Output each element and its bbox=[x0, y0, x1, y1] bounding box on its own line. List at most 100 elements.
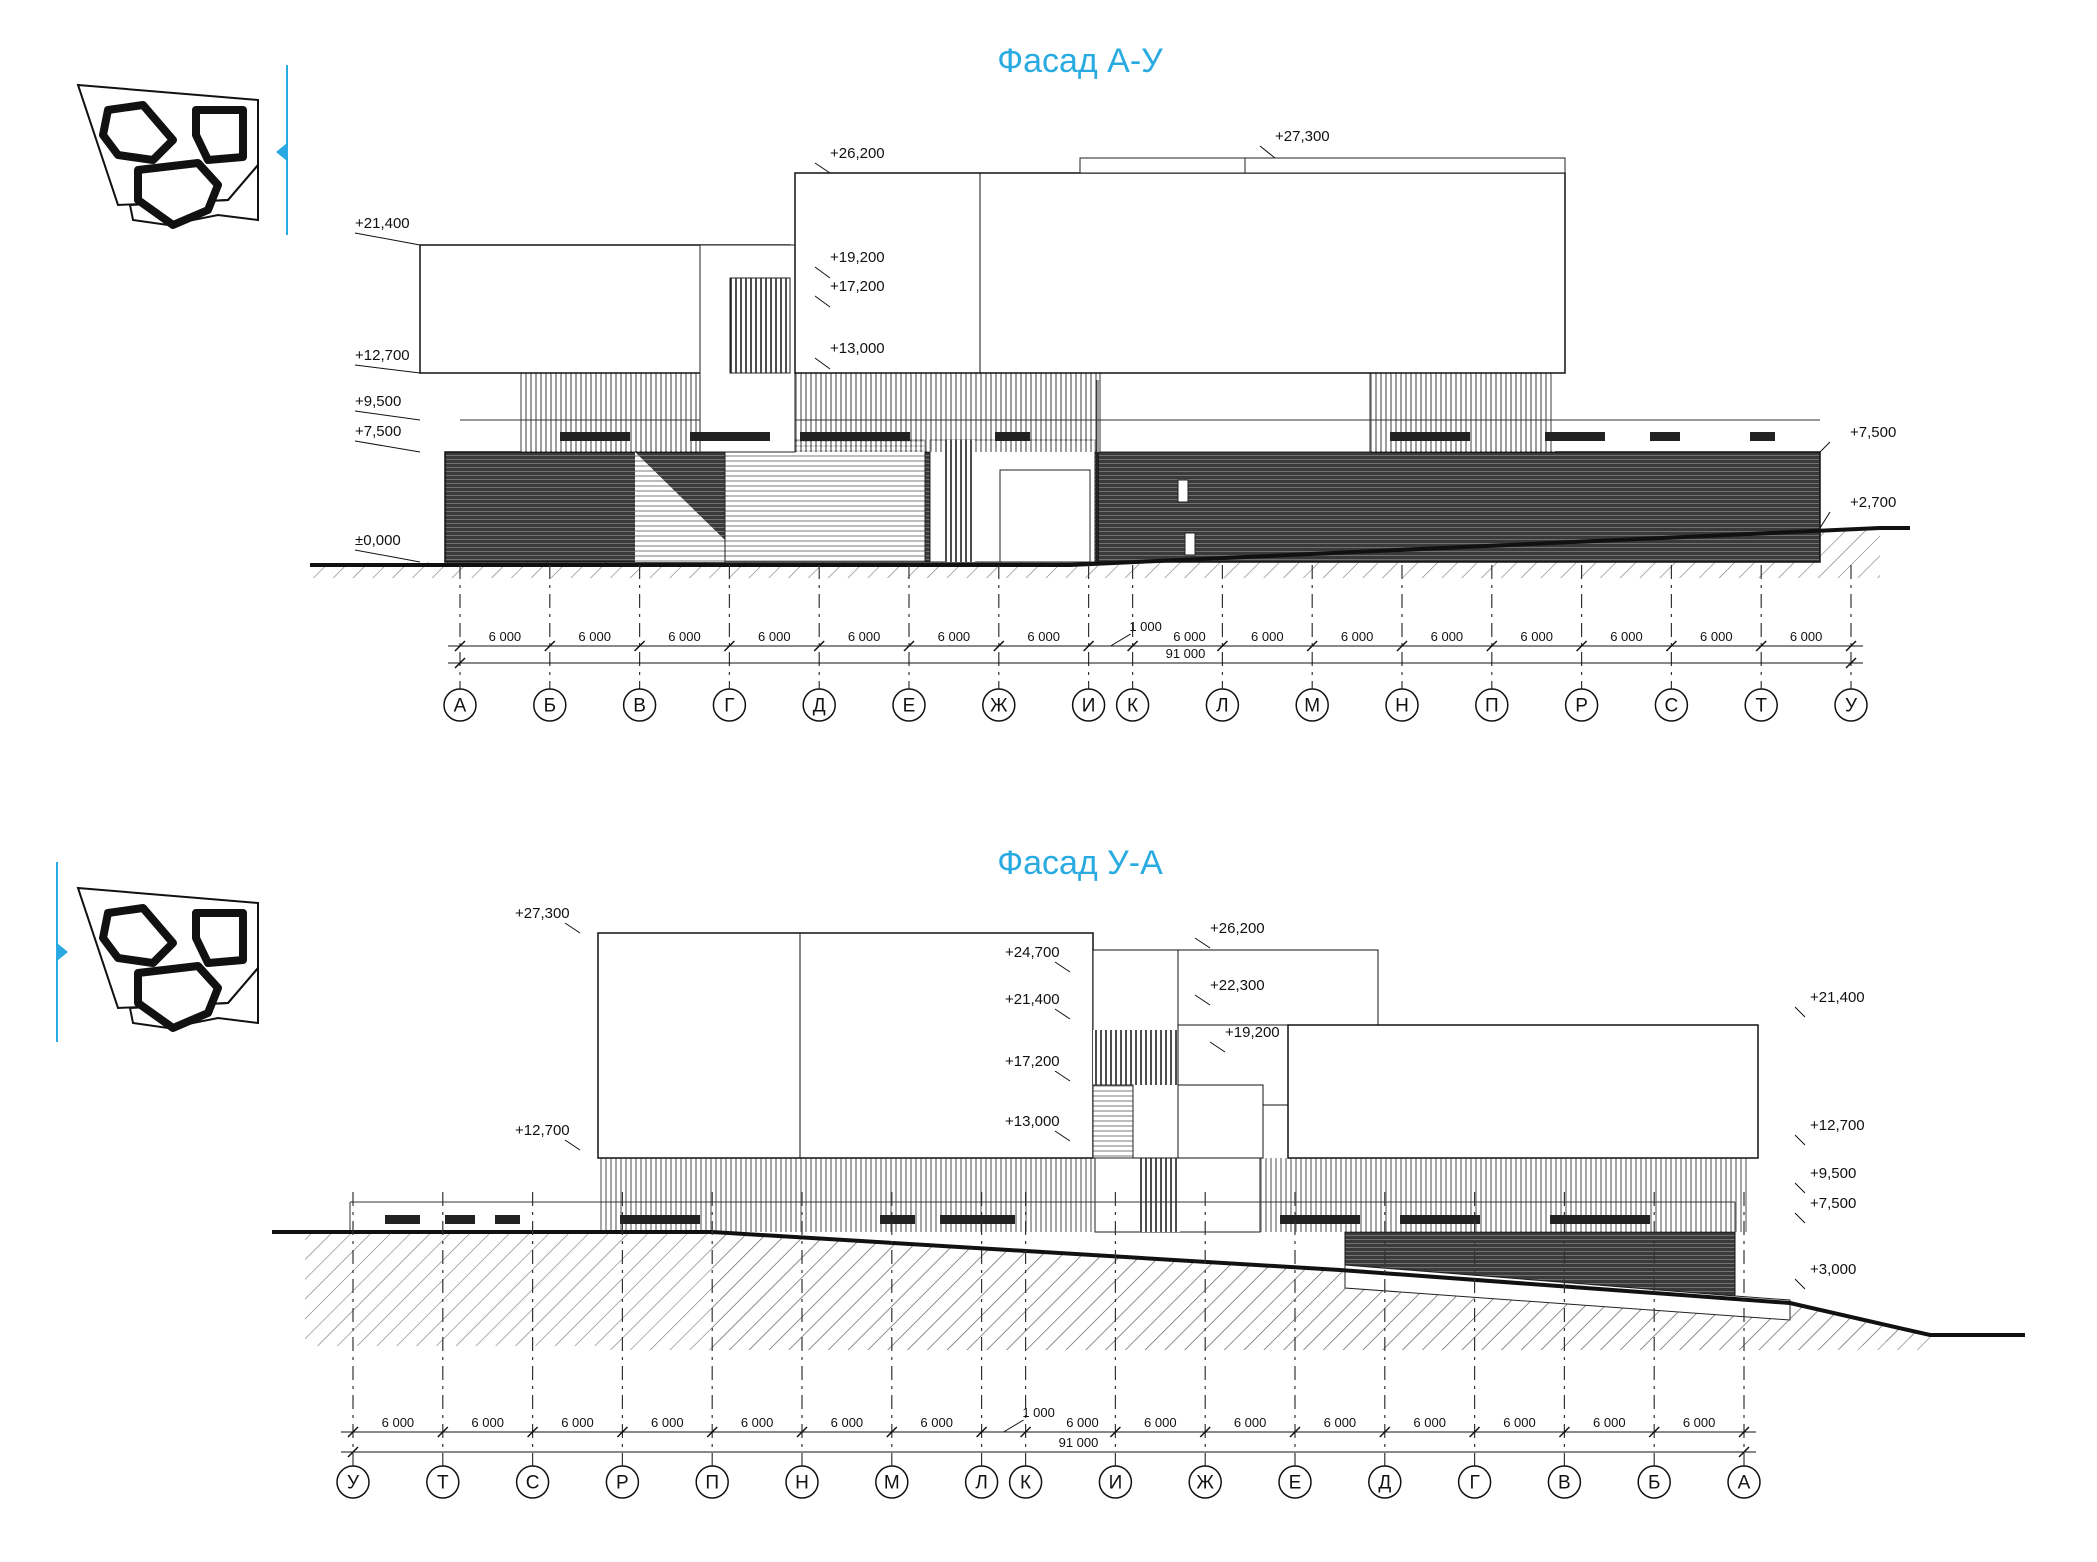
axis-bubble: П bbox=[1475, 688, 1509, 722]
level-mark: +19,200 bbox=[1225, 1024, 1280, 1041]
axis-bubble: П bbox=[695, 1465, 729, 1499]
axis-bubble-circle bbox=[1727, 1465, 1761, 1499]
axis-bubble-circle bbox=[1547, 1465, 1582, 1499]
dimension-tick bbox=[1576, 640, 1588, 652]
bay-dimension: 6 000 bbox=[1700, 629, 1733, 644]
axis-bubble-circle bbox=[875, 1465, 909, 1499]
facade-title: Фасад У-А bbox=[997, 844, 1163, 882]
axis-label: Д bbox=[1378, 1473, 1391, 1494]
bay-dimension: 6 000 bbox=[1413, 1415, 1446, 1430]
dimension-tick bbox=[1083, 640, 1095, 652]
facade-u-a: Фасад У-А bbox=[272, 844, 2025, 1499]
level-mark: +9,500 bbox=[1810, 1165, 1856, 1182]
dimension-tick bbox=[976, 1426, 988, 1438]
axis-bubble: Д bbox=[802, 688, 836, 722]
axis-bubble-circle bbox=[605, 1465, 640, 1499]
axis-bubble: Л bbox=[964, 1465, 999, 1499]
axis-bubble-circle bbox=[1205, 688, 1240, 722]
axis-bubble: Б bbox=[533, 688, 567, 722]
bay-dimension: 6 000 bbox=[1144, 1415, 1177, 1430]
level-mark: +26,200 bbox=[830, 145, 885, 162]
dimension-tick bbox=[1306, 640, 1318, 652]
bay-dimension: 6 000 bbox=[758, 629, 791, 644]
axis-label: С bbox=[526, 1473, 540, 1494]
axis-bubble-circle bbox=[1115, 688, 1150, 722]
axis-bubble-circle bbox=[964, 1465, 999, 1499]
level-mark: ±0,000 bbox=[355, 532, 401, 549]
axis-bubble: Н bbox=[785, 1465, 819, 1499]
axis-bubble: А bbox=[1727, 1465, 1761, 1499]
axis-label: Ж bbox=[1196, 1473, 1214, 1494]
axis-label: И bbox=[1109, 1473, 1123, 1494]
axis-bubble: В bbox=[622, 688, 657, 722]
dimension-tick bbox=[1127, 640, 1139, 652]
dimension-tick bbox=[886, 1426, 898, 1438]
dimension-tick bbox=[1558, 1426, 1570, 1438]
bay-dimension: 6 000 bbox=[938, 629, 971, 644]
bay-dimension: 6 000 bbox=[382, 1415, 415, 1430]
bay-dimension: 6 000 bbox=[1431, 629, 1464, 644]
bay-dimension: 6 000 bbox=[471, 1415, 504, 1430]
dimension-tick bbox=[1216, 640, 1228, 652]
axis-bubble: У bbox=[336, 1465, 370, 1499]
axis-bubble: К bbox=[1115, 688, 1150, 722]
bay-dimension: 6 000 bbox=[1027, 629, 1060, 644]
axis-label: Т bbox=[1755, 696, 1767, 717]
axis-bubble: Ж bbox=[982, 688, 1016, 722]
dimension-tick bbox=[1109, 1426, 1121, 1438]
level-mark: +27,300 bbox=[515, 905, 570, 922]
level-mark: +21,400 bbox=[1005, 991, 1060, 1008]
axis-label: К bbox=[1020, 1473, 1031, 1494]
dimension-tick bbox=[616, 1426, 628, 1438]
level-mark: +21,400 bbox=[1810, 989, 1865, 1006]
facade-a-u: Фасад А-У bbox=[310, 42, 1910, 722]
level-mark: +12,700 bbox=[515, 1122, 570, 1139]
axis-bubble-circle bbox=[1368, 1465, 1402, 1499]
axis-bubble: Т bbox=[1744, 688, 1778, 722]
key-plan-top bbox=[76, 65, 288, 235]
axis-label: С bbox=[1665, 696, 1679, 717]
dimension-tick bbox=[1396, 640, 1408, 652]
bay-dimension: 6 000 bbox=[578, 629, 611, 644]
axis-bubble-circle bbox=[533, 688, 567, 722]
axis-label: К bbox=[1127, 696, 1138, 717]
key-plan-bottom bbox=[56, 862, 259, 1042]
axis-bubble-circle bbox=[1008, 1465, 1043, 1499]
axis-label: Д bbox=[813, 696, 826, 717]
axis-bubble: М bbox=[875, 1465, 909, 1499]
dimension-tick bbox=[1665, 640, 1677, 652]
axis-label: У bbox=[347, 1473, 360, 1494]
bay-dimension: 6 000 bbox=[848, 629, 881, 644]
axis-bubble-circle bbox=[1098, 1465, 1133, 1499]
axis-label: М bbox=[884, 1473, 900, 1494]
level-marks: +27,300 +12,700 +24,700 +21,400 +17,200 … bbox=[515, 905, 1865, 1290]
axis-label: Г bbox=[1469, 1473, 1479, 1494]
axis-bubble-circle bbox=[712, 688, 747, 722]
dimension-tick bbox=[1755, 640, 1767, 652]
bay-dimension: 6 000 bbox=[1173, 629, 1206, 644]
gap-leader bbox=[1003, 1419, 1024, 1433]
axis-label: П bbox=[1485, 696, 1499, 717]
axis-bubble: Б bbox=[1637, 1465, 1671, 1499]
axis-bubble: Р bbox=[605, 1465, 640, 1499]
axis-bubble: У bbox=[1834, 688, 1868, 722]
axis-bubble: Г bbox=[1457, 1465, 1492, 1499]
dimension-tick bbox=[1289, 1426, 1301, 1438]
dimension-tick bbox=[903, 640, 915, 652]
axis-label: А bbox=[1738, 1473, 1751, 1494]
dimension-tick bbox=[723, 640, 735, 652]
axis-bubble-circle bbox=[426, 1465, 460, 1499]
level-mark: +7,500 bbox=[355, 423, 401, 440]
level-mark: +26,200 bbox=[1210, 920, 1265, 937]
axis-bubble: С bbox=[1654, 688, 1689, 722]
axis-bubble-circle bbox=[1457, 1465, 1492, 1499]
dimension-tick bbox=[1379, 1426, 1391, 1438]
bay-dimension: 6 000 bbox=[1324, 1415, 1357, 1430]
dimension-tick bbox=[993, 640, 1005, 652]
dimension-tick bbox=[813, 640, 825, 652]
axis-bubble-circle bbox=[695, 1465, 729, 1499]
axis-bubble: И bbox=[1098, 1465, 1133, 1499]
axis-label: Г bbox=[724, 696, 734, 717]
level-mark: +2,700 bbox=[1850, 494, 1896, 511]
